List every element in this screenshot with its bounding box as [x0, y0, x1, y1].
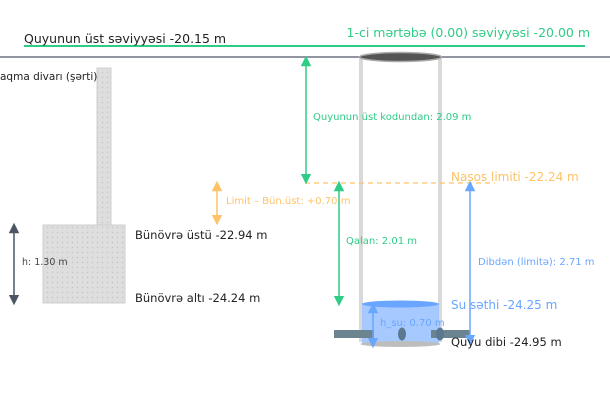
- remaining-label: Qalan: 2.01 m: [346, 236, 417, 247]
- from-well-top-label: Quyunun üst kodundan: 2.09 m: [313, 112, 471, 123]
- pipe-right: [431, 330, 470, 338]
- water-surface: [362, 300, 439, 308]
- well-top-opening: [358, 51, 443, 63]
- foundation-bottom-label: Bünövrə altı -24.24 m: [135, 291, 260, 305]
- foundation-height-label: h: 1.30 m: [22, 257, 68, 268]
- pipe-end: [436, 327, 444, 341]
- well-bottom: [360, 341, 441, 347]
- foundation-top-label: Bünövrə üstü -22.94 m: [135, 228, 267, 242]
- from-bottom-label: Dibdən (limitə): 2.71 m: [478, 257, 595, 268]
- water-height-label: h_su: 0.70 m: [380, 318, 445, 329]
- foundation: [42, 224, 126, 304]
- wall-label: aqma divarı (şərti): [0, 71, 97, 83]
- wall: [96, 67, 112, 226]
- limit-foundation-label: Limit – Bün.üst: +0.70 m: [226, 196, 350, 207]
- pump-limit-label: Nasos limiti -22.24 m: [451, 170, 579, 184]
- water-surface-label: Su səthi -24.25 m: [451, 298, 557, 312]
- pipe-left: [334, 330, 374, 338]
- well-bottom-label: Quyu dibi -24.95 m: [451, 335, 562, 349]
- floor-level-label: 1-ci mərtəbə (0.00) səviyyəsi -20.00 m: [347, 25, 591, 40]
- pipe-end: [398, 327, 406, 341]
- well-top-level-label: Quyunun üst səviyyəsi -20.15 m: [24, 31, 226, 46]
